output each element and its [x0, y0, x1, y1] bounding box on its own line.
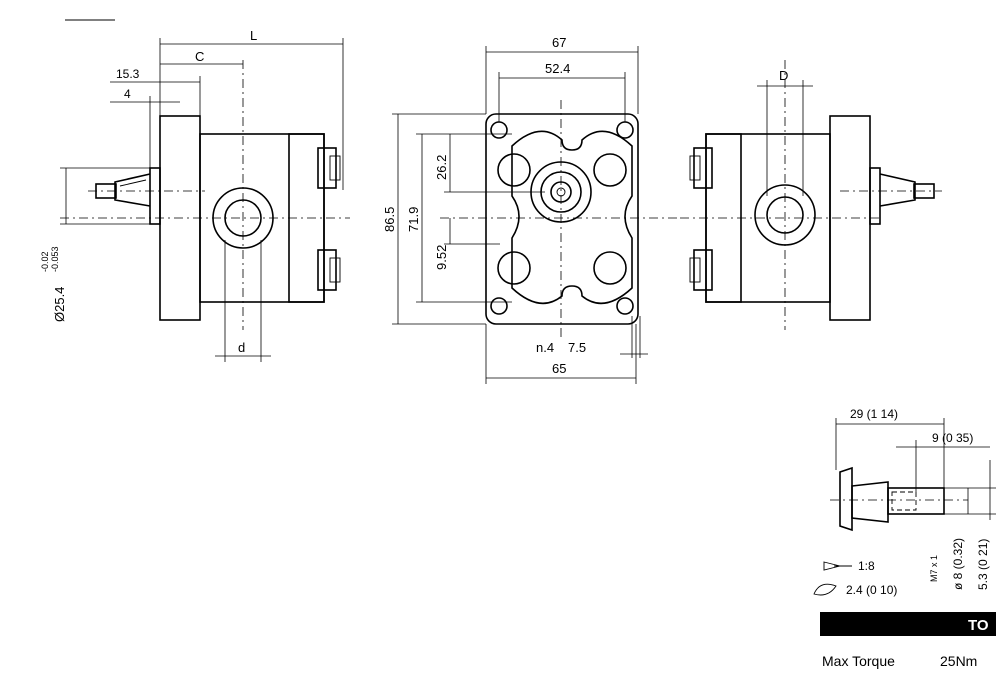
- rear-shaft: [879, 173, 916, 207]
- side-bolt-top-head: [329, 155, 341, 181]
- taper-symbol-icon: [823, 561, 841, 571]
- dim-shaft-tol-upper: -0.02: [40, 251, 50, 272]
- side-shaft: [114, 173, 151, 207]
- dim-15-3-label: 15.3: [116, 67, 140, 81]
- dim-L-label: L: [250, 28, 257, 43]
- rear-bolt-bottom: [693, 249, 713, 291]
- detail-shaft-taper: [851, 481, 889, 523]
- dim-shaft-dia-label: Ø25.4: [52, 287, 67, 322]
- dim-9-label: 9 (0 35): [932, 431, 973, 445]
- dim-67-label: 67: [552, 35, 566, 50]
- detail-flange: [839, 466, 853, 532]
- spec-bar-label: TO: [968, 617, 989, 634]
- key-symbol-icon: [813, 583, 837, 596]
- front-hole-br: [616, 297, 634, 315]
- dim-7-5-label: 7.5: [568, 340, 586, 355]
- shaft-detail: 29 (1 14) 9 (0 35) M7 x 1 ø 8 (0.32) 5.3…: [813, 407, 996, 597]
- dim-29-label: 29 (1 14): [850, 407, 898, 421]
- front-view: 67 52.4 86.5 71.9 26.2 9.52 n.4 7.5 65: [382, 35, 680, 384]
- torque-value: 25Nm: [940, 653, 977, 669]
- rear-bolt-top-head: [689, 155, 701, 181]
- rear-bolt-top: [693, 147, 713, 189]
- side-bolt-bottom: [317, 249, 337, 291]
- dim-d-label: d: [238, 340, 245, 355]
- side-bolt-top: [317, 147, 337, 189]
- dim-65-label: 65: [552, 361, 566, 376]
- detail-thread: [891, 491, 917, 511]
- side-shaft-collar: [149, 167, 161, 225]
- torque-label: Max Torque: [822, 653, 895, 669]
- dim-86-5-label: 86.5: [382, 207, 397, 232]
- front-hole-tl: [490, 121, 508, 139]
- rear-shaft-tip: [913, 183, 935, 199]
- dim-C-label: C: [195, 49, 204, 64]
- dim-D-label: D: [779, 68, 788, 83]
- front-bolt-br: [593, 251, 627, 285]
- rear-shaft-collar: [869, 167, 881, 225]
- rear-view: D: [680, 60, 942, 330]
- dim-shaft-tol-lower: -0.053: [50, 246, 60, 272]
- dim-26-2-label: 26.2: [434, 155, 449, 180]
- front-bolt-bl: [497, 251, 531, 285]
- dim-71-9-label: 71.9: [406, 207, 421, 232]
- front-bolt-tr: [593, 153, 627, 187]
- rear-bolt-bottom-head: [689, 257, 701, 283]
- dim-5-3-label: 5.3 (0 21): [976, 539, 990, 590]
- dim-thread-label: M7 x 1: [929, 555, 939, 582]
- spec-bar: [820, 612, 996, 636]
- front-hole-bl: [490, 297, 508, 315]
- side-view: L C 15.3 4 d Ø25.4 -0.02 -0.053: [40, 28, 350, 362]
- front-bolt-tl: [497, 153, 531, 187]
- side-bolt-bottom-head: [329, 257, 341, 283]
- dim-8-label: ø 8 (0.32): [951, 538, 965, 590]
- side-shaft-key: [119, 179, 147, 187]
- dim-4-label: 4: [124, 87, 131, 101]
- front-body: [511, 130, 633, 305]
- taper-label: 1:8: [858, 559, 875, 573]
- front-flange: [485, 113, 639, 325]
- dim-52-4-label: 52.4: [545, 61, 570, 76]
- dim-holes-label: n.4: [536, 340, 554, 355]
- key-label: 2.4 (0 10): [846, 583, 897, 597]
- dim-9-52-label: 9.52: [434, 245, 449, 270]
